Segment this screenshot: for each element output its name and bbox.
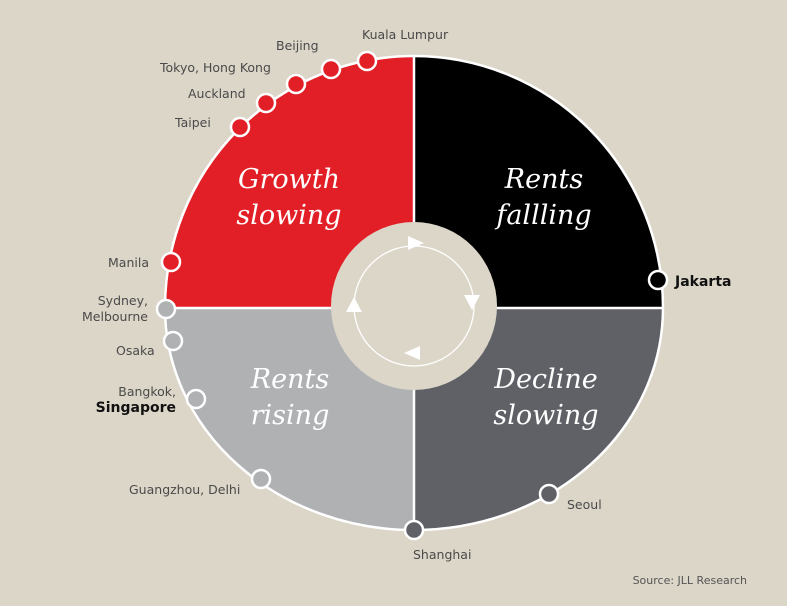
dot-osaka: [162, 330, 184, 352]
label-jakarta: Jakarta: [675, 274, 732, 290]
dot-sydney: [155, 298, 177, 320]
label-line: Bangkok,: [118, 384, 176, 399]
label-line: fallling: [496, 200, 592, 231]
label-taipei: Taipei: [175, 115, 211, 130]
label-line: Rents: [250, 364, 330, 395]
arrow-left-icon: [404, 346, 420, 360]
dot-beijing: [320, 58, 342, 80]
label-line: rising: [250, 400, 330, 431]
label-line: slowing: [493, 400, 599, 431]
label-line: slowing: [236, 200, 342, 231]
dot-tokyo-hong-kong: [285, 73, 307, 95]
label-kuala-lumpur: Kuala Lumpur: [362, 27, 449, 42]
label-seoul: Seoul: [567, 497, 602, 512]
label-sydney-melbourne: Sydney,Melbourne: [60, 293, 148, 325]
label-line: Rents: [504, 164, 584, 195]
center-hub: [331, 222, 497, 390]
label-shanghai: Shanghai: [413, 547, 472, 562]
dot-manila: [160, 251, 182, 273]
dot-jakarta: [647, 269, 669, 291]
dot-kuala-lumpur: [356, 50, 378, 72]
label-osaka: Osaka: [116, 343, 155, 358]
quadrant-decline-slowing: [414, 308, 663, 530]
dot-shanghai: [403, 519, 425, 541]
dot-taipei: [229, 116, 251, 138]
label-line: Melbourne: [82, 309, 148, 324]
quadrant-label-rents-falling: Rents fallling: [444, 162, 644, 234]
label-manila: Manila: [108, 255, 149, 270]
quadrant-label-decline-slowing: Decline slowing: [446, 362, 646, 434]
label-tokyo-hong-kong: Tokyo, Hong Kong: [160, 60, 271, 75]
arrow-up-icon: [346, 297, 362, 312]
quadrant-growth-slowing: [165, 56, 414, 308]
label-line: Growth: [237, 164, 341, 195]
quadrant-label-rents-rising: Rents rising: [190, 362, 390, 434]
dot-auckland: [255, 92, 277, 114]
quadrant-label-growth-slowing: Growth slowing: [189, 162, 389, 234]
quadrant-rents-rising: [165, 308, 414, 530]
label-beijing: Beijing: [276, 38, 319, 53]
arrow-right-icon: [408, 236, 424, 250]
label-guangzhou-delhi: Guangzhou, Delhi: [129, 482, 241, 497]
quadrant-rents-falling: [414, 56, 663, 308]
label-line: Decline: [494, 364, 598, 395]
dot-seoul: [538, 483, 560, 505]
source-note: Source: JLL Research: [632, 574, 747, 587]
label-bangkok-singapore: Bangkok,Singapore: [60, 384, 176, 416]
label-auckland: Auckland: [188, 86, 246, 101]
label-line: Singapore: [95, 400, 176, 416]
dot-guangzhou: [250, 468, 272, 490]
label-line: Sydney,: [97, 293, 148, 308]
arrow-down-icon: [464, 295, 480, 310]
dot-bangkok: [185, 388, 207, 410]
